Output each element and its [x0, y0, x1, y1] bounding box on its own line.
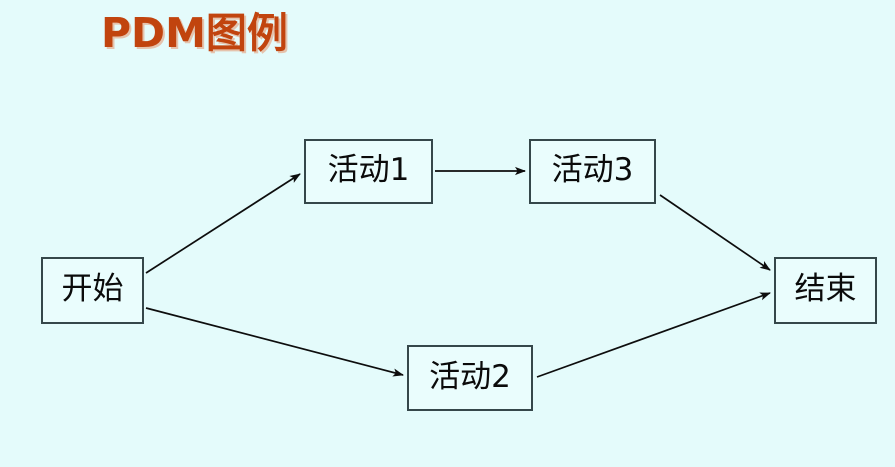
node-activity-3[interactable]: 活动3 — [529, 139, 656, 204]
edge-act2-end — [536, 292, 771, 378]
node-activity-2-label: 活动2 — [429, 358, 511, 395]
node-activity-3-label: 活动3 — [551, 152, 634, 188]
edge-start-act1 — [145, 173, 301, 274]
edge-act3-end — [659, 194, 771, 271]
page-title: PDM图例 — [101, 9, 288, 57]
node-end-label: 结束 — [794, 271, 857, 307]
node-activity-2[interactable]: 活动2 — [407, 345, 533, 411]
node-activity-1[interactable]: 活动1 — [304, 139, 433, 204]
node-end[interactable]: 结束 — [774, 257, 877, 324]
node-start-label: 开始 — [61, 271, 124, 307]
node-activity-1-label: 活动1 — [327, 152, 410, 188]
edge-start-act2 — [145, 307, 404, 377]
node-start[interactable]: 开始 — [41, 257, 144, 324]
